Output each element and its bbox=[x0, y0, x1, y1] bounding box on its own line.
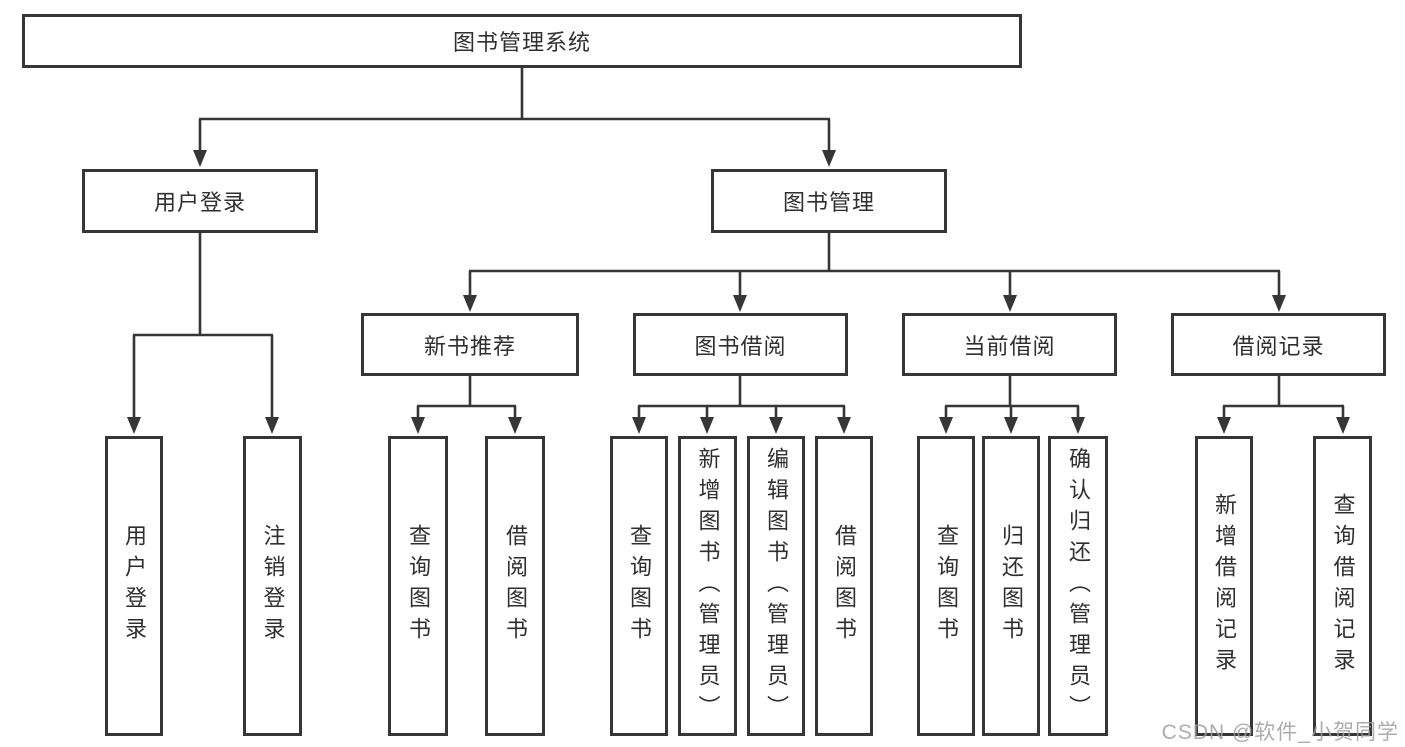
leaf-query-borrow-record: 查询借阅记录 bbox=[1313, 436, 1372, 736]
connector-arrowheads bbox=[127, 150, 1350, 434]
node-label: 确认归还（管理员） bbox=[1066, 446, 1091, 726]
node-label: 用户登录 bbox=[122, 524, 147, 648]
node-book-management: 图书管理 bbox=[711, 169, 947, 233]
node-label: 查询图书 bbox=[934, 524, 959, 648]
node-label: 查询图书 bbox=[406, 524, 431, 648]
node-current-borrowing: 当前借阅 bbox=[902, 313, 1117, 376]
leaf-return-books: 归还图书 bbox=[982, 436, 1040, 736]
leaf-borrow-books: 借阅图书 bbox=[815, 436, 873, 736]
node-user-login: 用户登录 bbox=[82, 169, 318, 233]
node-borrow-records: 借阅记录 bbox=[1171, 313, 1386, 376]
node-label: 新增图书（管理员） bbox=[695, 446, 721, 726]
leaf-query-books: 查询图书 bbox=[610, 436, 668, 736]
connector-segments bbox=[132, 68, 1345, 419]
node-label: 借阅图书 bbox=[503, 524, 528, 648]
csdn-watermark: CSDN @软件_小贺同学 bbox=[1161, 721, 1399, 744]
leaf-logout: 注销登录 bbox=[243, 436, 302, 736]
node-label: 归还图书 bbox=[999, 524, 1024, 648]
leaf-user-login: 用户登录 bbox=[105, 436, 163, 736]
node-book-borrowing: 图书借阅 bbox=[633, 313, 848, 376]
node-label: 当前借阅 bbox=[963, 333, 1056, 359]
node-label: 新增借阅记录 bbox=[1212, 493, 1237, 679]
leaf-query-books: 查询图书 bbox=[388, 436, 448, 736]
node-label: 注销登录 bbox=[260, 524, 286, 648]
node-label: 图书借阅 bbox=[694, 333, 787, 359]
leaf-add-borrow-record: 新增借阅记录 bbox=[1195, 436, 1253, 736]
node-label: 查询借阅记录 bbox=[1330, 493, 1356, 679]
leaf-query-books: 查询图书 bbox=[917, 436, 975, 736]
leaf-edit-books-admin: 编辑图书（管理员） bbox=[747, 436, 805, 736]
leaf-borrow-books: 借阅图书 bbox=[485, 436, 545, 736]
node-label: 用户登录 bbox=[153, 190, 246, 215]
node-system-root: 图书管理系统 bbox=[22, 14, 1022, 68]
node-new-book-recommend: 新书推荐 bbox=[361, 313, 579, 376]
node-label: 借阅记录 bbox=[1232, 333, 1325, 359]
node-label: 编辑图书（管理员） bbox=[764, 446, 789, 726]
leaf-confirm-return-admin: 确认归还（管理员） bbox=[1048, 436, 1108, 736]
node-label: 借阅图书 bbox=[832, 524, 857, 648]
leaf-add-books-admin: 新增图书（管理员） bbox=[678, 436, 737, 736]
node-label: 新书推荐 bbox=[423, 333, 516, 359]
node-label: 图书管理系统 bbox=[452, 30, 591, 55]
node-label: 查询图书 bbox=[627, 524, 652, 648]
node-label: 图书管理 bbox=[782, 190, 875, 215]
